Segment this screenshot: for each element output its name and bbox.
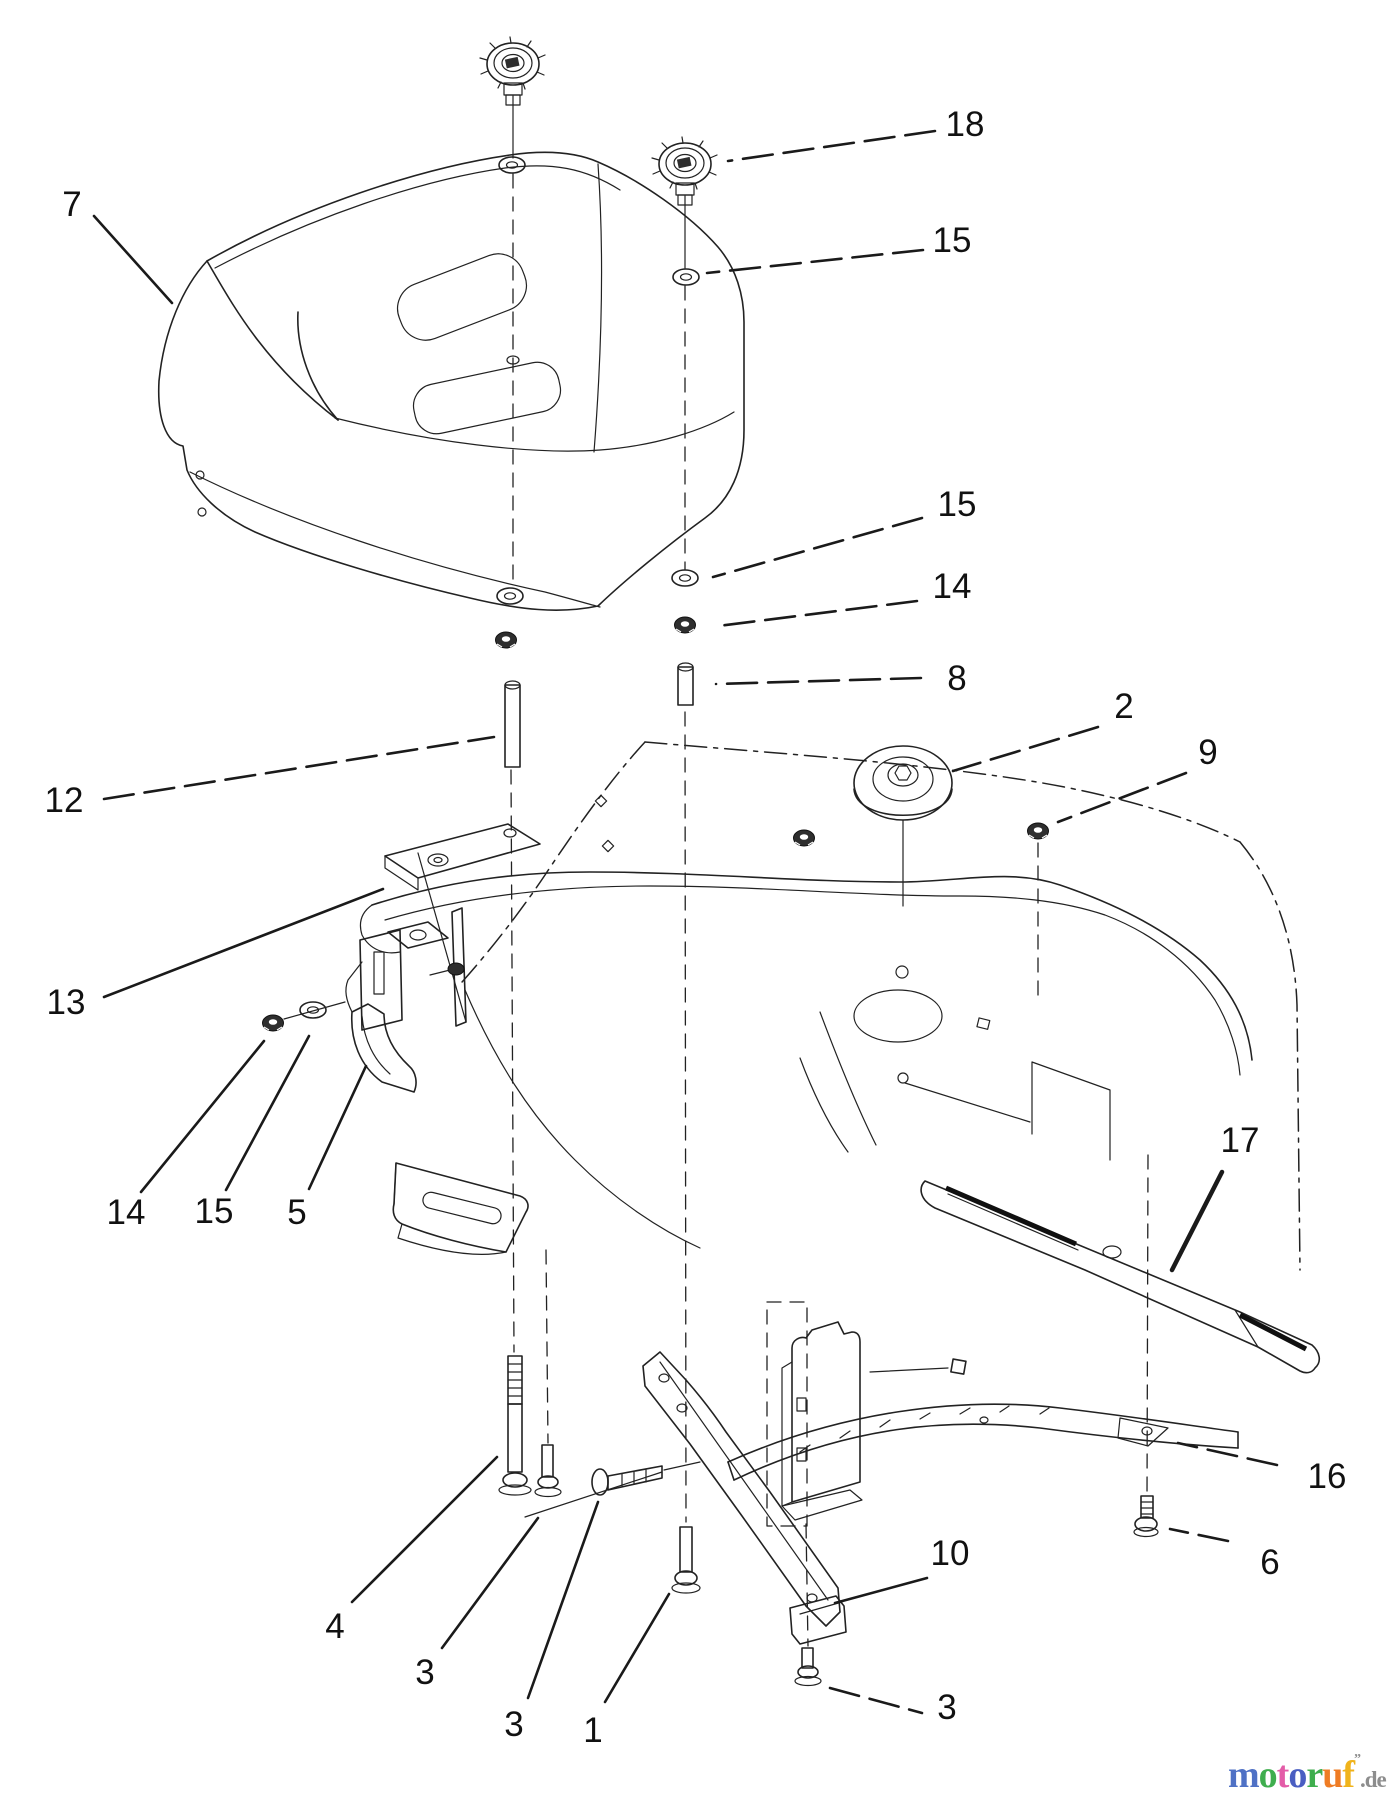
callout-1: 1: [583, 1711, 602, 1750]
washer-under-left-knob: [498, 156, 526, 174]
bolt-3-first: [534, 1444, 562, 1498]
blade: [920, 1180, 1321, 1374]
callout-18: 18: [946, 105, 985, 144]
logo-letter-m: m: [1228, 1754, 1259, 1796]
callout-14-left: 14: [107, 1193, 146, 1232]
baffle-lower: [392, 1162, 529, 1255]
baffle-upper: [345, 961, 417, 1093]
callout-15-top: 15: [933, 221, 972, 260]
brace-arm: [642, 1351, 847, 1645]
callout-4: 4: [325, 1607, 344, 1646]
bolt-6: [1133, 1495, 1159, 1538]
svg-text:motoruf”.de: motoruf”.de: [1228, 1752, 1387, 1796]
callout-2: 2: [1114, 687, 1133, 726]
mounting-bracket: [359, 823, 541, 1031]
logo-letter-r: r: [1306, 1754, 1323, 1796]
star-knob-right: [651, 136, 718, 206]
callout-3-b: 3: [504, 1705, 523, 1744]
washer-left-mid: [496, 587, 524, 605]
idler-pulley: [853, 745, 953, 821]
spacer-8: [677, 662, 694, 706]
callout-12: 12: [45, 781, 84, 820]
logo-trademark: ”: [1354, 1752, 1361, 1767]
callout-leaders: [92, 129, 1279, 1715]
nut-on-deck: [792, 829, 816, 847]
callout-9: 9: [1198, 733, 1217, 772]
bolt-1: [671, 1526, 701, 1594]
bolt-3-lower-right: [794, 1647, 822, 1687]
callout-8: 8: [947, 659, 966, 698]
washer-15-mid: [671, 569, 699, 587]
deflector-bracket: [781, 1321, 967, 1521]
callout-5: 5: [287, 1193, 306, 1232]
callout-6: 6: [1260, 1543, 1279, 1582]
callout-labels: 7 18 15 15 14 8 2 9 12 13 14 15 5 17 16 …: [45, 105, 1347, 1750]
logo-suffix: .de: [1360, 1767, 1387, 1792]
logo-letter-u: u: [1322, 1754, 1343, 1796]
locknut-14-mid: [673, 616, 697, 634]
washer-15-top: [672, 268, 700, 286]
nut-9: [1026, 822, 1050, 840]
logo-letter-o2: o: [1288, 1754, 1306, 1796]
logo-letter-o1: o: [1259, 1754, 1277, 1796]
mower-deck-outline: [359, 741, 1301, 1271]
callout-16: 16: [1308, 1457, 1347, 1496]
logo-letter-f: f: [1342, 1754, 1356, 1796]
logo-letter-t: t: [1277, 1754, 1290, 1796]
callout-7: 7: [62, 185, 81, 224]
callout-13: 13: [47, 983, 86, 1022]
bolt-4: [498, 1355, 532, 1496]
curved-baffle: [727, 1403, 1239, 1481]
construction-lines: [510, 95, 1149, 1647]
deck-cover: [157, 151, 745, 611]
callout-15-left: 15: [195, 1192, 234, 1231]
locknut-left-mid: [494, 631, 518, 649]
washer-15-left: [299, 1001, 327, 1019]
callout-10: 10: [931, 1534, 970, 1573]
callout-3-a: 3: [415, 1653, 434, 1692]
carriage-bolt-3: [591, 1465, 663, 1496]
star-knob-left: [479, 36, 546, 106]
nut-14-left: [261, 1014, 285, 1032]
callout-15-mid: 15: [938, 485, 977, 524]
callout-17: 17: [1221, 1121, 1260, 1160]
spacer-12: [504, 680, 521, 768]
callout-14-mid: 14: [933, 567, 972, 606]
callout-3-c: 3: [937, 1688, 956, 1727]
motoruf-logo[interactable]: motoruf”.de: [1228, 1752, 1388, 1796]
